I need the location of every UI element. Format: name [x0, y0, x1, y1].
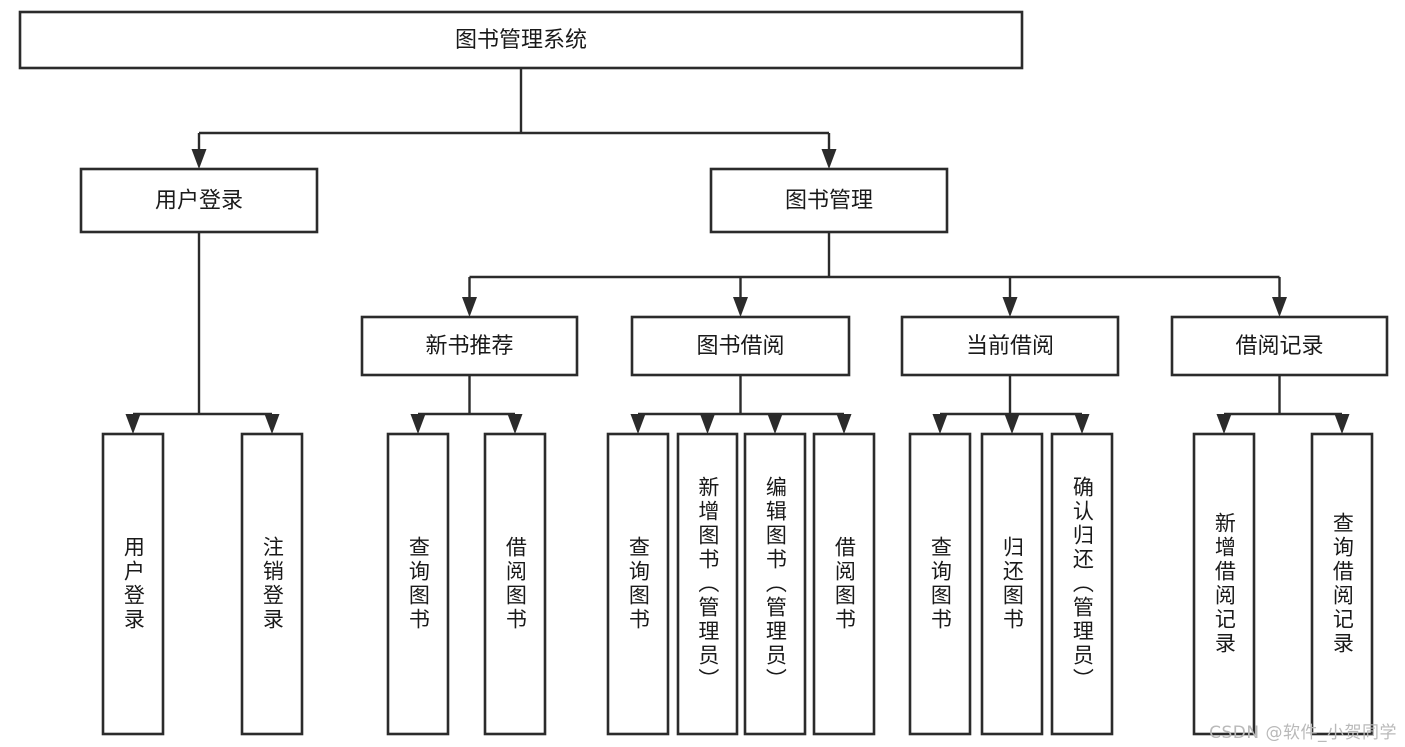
node-level3-label-2: 当前借阅: [966, 334, 1054, 359]
node-level3-label-1: 图书借阅: [696, 334, 784, 359]
node-leaf-10-rect[interactable]: [1050, 432, 1114, 736]
node-level2-1-rect[interactable]: [709, 167, 949, 234]
node-leaf-2-rect[interactable]: [386, 432, 450, 736]
arrow-head-icon: [1334, 414, 1350, 434]
arrow-head-icon: [125, 414, 141, 434]
node-level3-1-rect[interactable]: [630, 315, 851, 377]
node-level3-3[interactable]: 借阅记录: [1170, 315, 1389, 377]
arrow-head-icon: [1272, 297, 1287, 317]
node-leaf-12[interactable]: [1310, 432, 1374, 736]
node-leaf-9-rect[interactable]: [980, 432, 1044, 736]
arrow-head-icon: [191, 149, 207, 169]
node-level3-0[interactable]: 新书推荐: [360, 315, 579, 377]
node-level2-0-rect[interactable]: [79, 167, 319, 234]
node-leaf-9[interactable]: [980, 432, 1044, 736]
arrow-head-icon: [767, 414, 783, 434]
node-level3-label-0: 新书推荐: [425, 334, 513, 359]
arrow-head-icon: [1216, 414, 1232, 434]
arrow-head-icon: [462, 297, 477, 317]
node-level3-label-3: 借阅记录: [1235, 334, 1323, 359]
node-level3-2-rect[interactable]: [900, 315, 1120, 377]
arrow-head-icon: [700, 414, 715, 434]
node-level3-1[interactable]: 图书借阅: [630, 315, 851, 377]
arrow-head-icon: [932, 414, 948, 434]
node-leaf-8-rect[interactable]: [908, 432, 972, 736]
node-leaf-1[interactable]: [240, 432, 304, 736]
node-leaf-3-rect[interactable]: [483, 432, 547, 736]
node-leaf-6[interactable]: [743, 432, 807, 736]
arrow-head-icon: [1074, 414, 1090, 434]
node-leaf-10[interactable]: [1050, 432, 1114, 736]
node-root-rect[interactable]: [18, 10, 1024, 70]
node-level3-3-rect[interactable]: [1170, 315, 1389, 377]
watermark-text: CSDN @软件_小贺同学: [1209, 723, 1397, 743]
node-leaf-11-rect[interactable]: [1192, 432, 1256, 736]
node-level2-label-1: 图书管理: [785, 189, 873, 214]
node-leaf-5[interactable]: [676, 432, 739, 736]
arrow-head-icon: [733, 297, 748, 317]
node-leaf-7-rect[interactable]: [812, 432, 876, 736]
node-leaf-7[interactable]: [812, 432, 876, 736]
arrow-head-icon: [836, 414, 852, 434]
node-leaf-1-rect[interactable]: [240, 432, 304, 736]
arrow-head-icon: [1002, 297, 1018, 317]
node-leaf-3[interactable]: [483, 432, 547, 736]
arrow-head-icon: [1004, 414, 1020, 434]
node-leaf-4[interactable]: [606, 432, 670, 736]
node-level2-label-0: 用户登录: [155, 189, 243, 214]
node-leaf-5-rect[interactable]: [676, 432, 739, 736]
connector-layer: [125, 68, 1350, 434]
node-leaf-11[interactable]: [1192, 432, 1256, 736]
node-leaf-0-rect[interactable]: [101, 432, 165, 736]
node-level2-1[interactable]: 图书管理: [709, 167, 949, 234]
node-level3-2[interactable]: 当前借阅: [900, 315, 1120, 377]
arrow-head-icon: [507, 414, 523, 434]
node-level3-0-rect[interactable]: [360, 315, 579, 377]
arrow-head-icon: [264, 414, 280, 434]
node-leaf-2[interactable]: [386, 432, 450, 736]
node-level2-0[interactable]: 用户登录: [79, 167, 319, 234]
node-root[interactable]: 图书管理系统: [18, 10, 1024, 70]
arrow-head-icon: [821, 149, 837, 169]
node-leaf-0[interactable]: [101, 432, 165, 736]
arrow-head-icon: [630, 414, 646, 434]
node-leaf-6-rect[interactable]: [743, 432, 807, 736]
node-root-label: 图书管理系统: [455, 28, 587, 53]
node-leaf-12-rect[interactable]: [1310, 432, 1374, 736]
arrow-head-icon: [410, 414, 426, 434]
node-leaf-8[interactable]: [908, 432, 972, 736]
node-leaf-4-rect[interactable]: [606, 432, 670, 736]
